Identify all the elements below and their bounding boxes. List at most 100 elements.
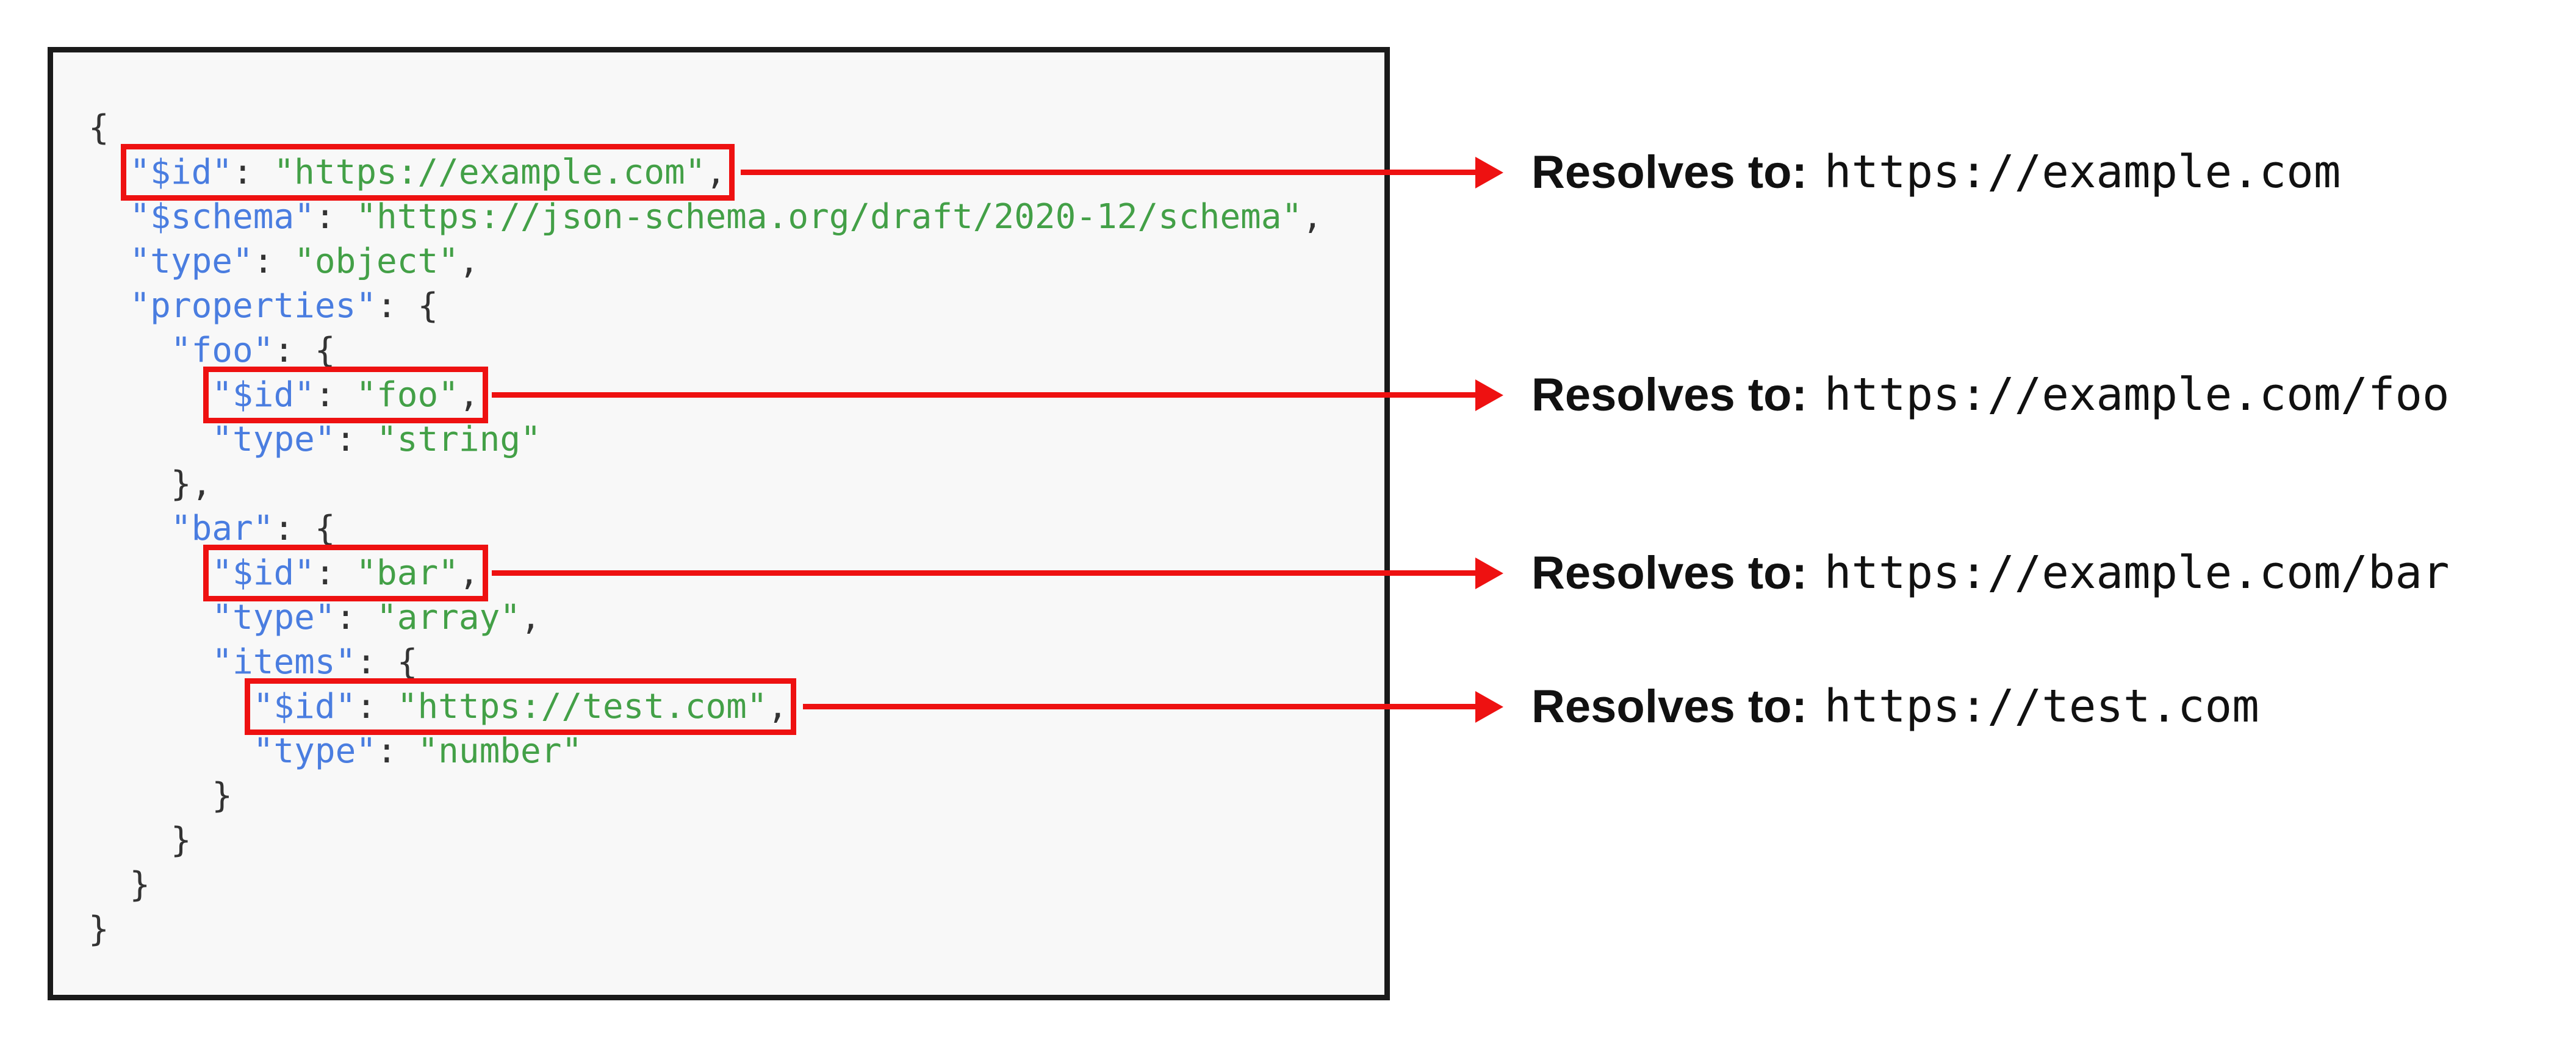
code-token: ,: [458, 553, 480, 593]
code-line: "$id": "https://example.com",: [88, 144, 1372, 201]
code-token: :: [314, 197, 356, 237]
code-line: },: [88, 462, 1372, 506]
code-token: "$schema": [129, 197, 315, 237]
code-token: "type": [253, 731, 377, 771]
highlight-box: "$id": "https://test.com",: [244, 678, 797, 735]
code-line: "items": {: [88, 640, 1372, 684]
code-line: "$id": "https://test.com",: [88, 678, 1372, 735]
code-token: :: [253, 242, 295, 281]
code-token: "bar": [170, 509, 274, 548]
code-line: "$id": "foo",: [88, 367, 1372, 423]
code-token: "$id": [212, 553, 315, 593]
code-token: :: [335, 598, 377, 637]
code-token: [88, 553, 212, 593]
code-token: : {: [273, 331, 336, 370]
code-line: "$schema": "https://json-schema.org/draf…: [88, 195, 1372, 239]
code-token: :: [232, 152, 274, 192]
annotation: Resolves to: https://example.com/bar: [1531, 536, 2450, 609]
code-token: ,: [705, 152, 727, 192]
annotation-url: https://example.com/foo: [1824, 368, 2450, 421]
code-token: "https://test.com": [397, 687, 768, 726]
code-token: "number": [417, 731, 583, 771]
code-token: "https://json-schema.org/draft/2020-12/s…: [356, 197, 1303, 237]
annotation: Resolves to: https://example.com/foo: [1531, 358, 2450, 431]
annotation-url: https://example.com: [1824, 146, 2341, 198]
arrow-line: [803, 690, 1503, 723]
code-token: "$id": [129, 152, 233, 192]
code-line: "properties": {: [88, 284, 1372, 328]
arrowhead-icon: [1475, 156, 1503, 188]
annotation-label: Resolves to:: [1531, 368, 1807, 421]
arrowhead-icon: [1475, 557, 1503, 589]
code-token: "https://example.com": [273, 152, 706, 192]
annotation-label: Resolves to:: [1531, 680, 1807, 733]
arrow-line: [492, 557, 1503, 589]
code-token: : {: [273, 509, 336, 548]
code-token: [88, 509, 171, 548]
annotation: Resolves to: https://example.com: [1531, 135, 2340, 209]
code-token: ,: [767, 687, 788, 726]
highlight-box: "$id": "foo",: [203, 367, 488, 423]
code-token: "$id": [253, 687, 356, 726]
code-token: [88, 286, 129, 326]
code-token: "array": [376, 598, 521, 637]
json-code-panel: { "$id": "https://example.com", "$schema…: [48, 47, 1390, 1000]
annotation-url: https://test.com: [1824, 680, 2259, 733]
code-line: "type": "array",: [88, 595, 1372, 640]
code-line: "$id": "bar",: [88, 545, 1372, 601]
code-token: : {: [376, 286, 439, 326]
annotation-url: https://example.com/bar: [1824, 547, 2450, 599]
code-token: [88, 420, 212, 459]
code-token: }: [88, 909, 109, 949]
code-token: {: [88, 108, 109, 148]
code-token: :: [314, 375, 356, 415]
highlight-box: "$id": "bar",: [203, 545, 488, 601]
code-token: :: [376, 731, 418, 771]
code-line: {: [88, 106, 1372, 150]
code-token: ,: [458, 375, 480, 415]
highlight-box: "$id": "https://example.com",: [121, 144, 735, 201]
code-token: [88, 598, 212, 637]
code-token: "type": [129, 242, 253, 281]
code-token: : {: [356, 642, 418, 682]
arrow-line: [741, 156, 1503, 188]
code-token: [88, 642, 212, 682]
code-token: "items": [212, 642, 356, 682]
code-token: [88, 331, 171, 370]
code-line: "bar": {: [88, 506, 1372, 551]
code-token: "foo": [356, 375, 459, 415]
code-token: [88, 197, 129, 237]
code-token: :: [356, 687, 397, 726]
code-token: "properties": [129, 286, 377, 326]
arrowhead-icon: [1475, 690, 1503, 723]
code-token: [88, 731, 253, 771]
code-token: [88, 242, 129, 281]
code-token: [88, 375, 212, 415]
code-token: "$id": [212, 375, 315, 415]
arrow-line: [492, 379, 1503, 411]
code-line: }: [88, 862, 1372, 907]
code-token: "string": [376, 420, 541, 459]
code-token: }: [88, 820, 192, 860]
arrowhead-icon: [1475, 379, 1503, 411]
code-token: [88, 687, 253, 726]
code-token: }: [88, 776, 233, 815]
code-token: ,: [1302, 197, 1323, 237]
code-content: { "$id": "https://example.com", "$schema…: [88, 106, 1372, 952]
annotation: Resolves to: https://test.com: [1531, 670, 2259, 743]
code-token: ,: [458, 242, 480, 281]
code-line: }: [88, 818, 1372, 862]
annotation-label: Resolves to:: [1531, 146, 1807, 198]
code-token: [88, 152, 129, 192]
code-token: :: [314, 553, 356, 593]
code-line: "type": "object",: [88, 239, 1372, 284]
code-line: "type": "string": [88, 417, 1372, 462]
code-line: "foo": {: [88, 328, 1372, 373]
code-token: "foo": [170, 331, 274, 370]
code-token: "object": [294, 242, 459, 281]
code-token: "type": [212, 598, 336, 637]
code-line: }: [88, 907, 1372, 952]
code-token: }: [88, 865, 151, 905]
code-token: "type": [212, 420, 336, 459]
